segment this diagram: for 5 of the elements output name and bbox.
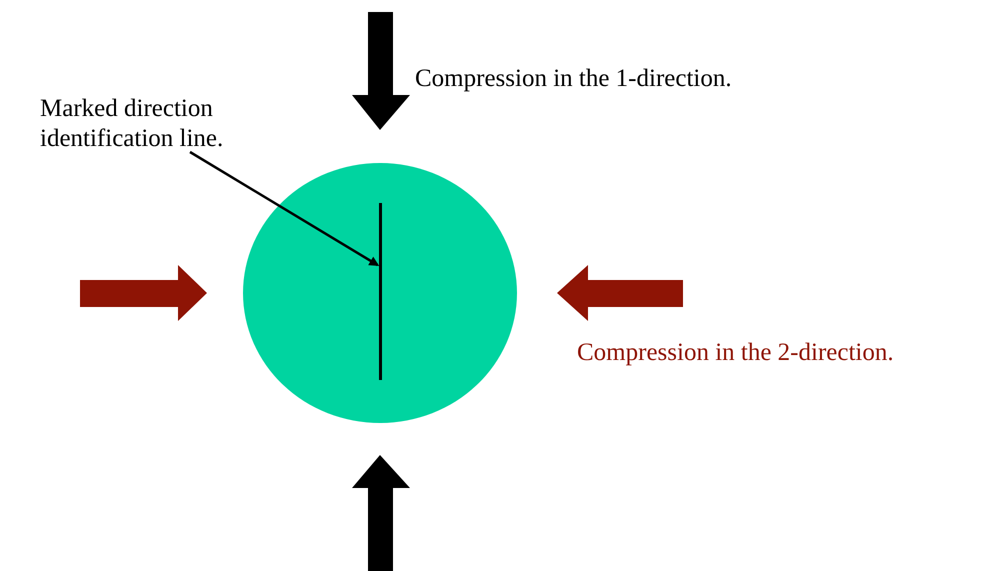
leader-line [189,150,380,266]
direction-label: Compression in the 2-direction. [577,338,894,368]
callout-text: Marked direction identification line. [40,94,280,154]
direction-label: Compression in the 1-direction. [415,64,732,94]
marked-line [378,203,382,380]
